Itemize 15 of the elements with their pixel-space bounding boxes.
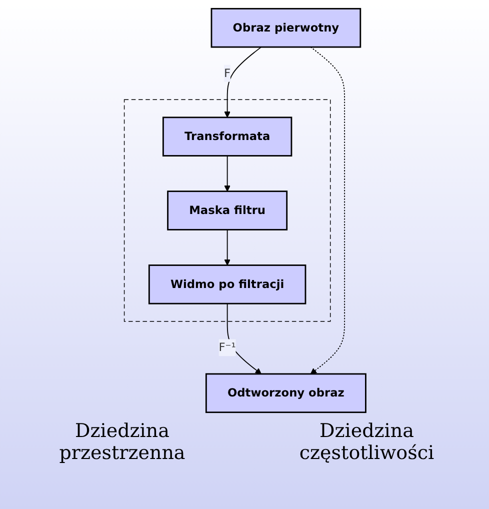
node-box: Obraz pierwotny xyxy=(210,7,361,48)
node-box: Widmo po filtracji xyxy=(148,264,306,304)
node-box: Transformata xyxy=(162,116,292,156)
node-box: Maska filtru xyxy=(166,190,288,230)
domain-label: Dziedzina przestrzenna xyxy=(58,420,186,464)
cluster xyxy=(123,98,330,322)
arrow xyxy=(224,228,230,265)
domain-label: Dziedzina częstotliwości xyxy=(298,420,436,464)
edge-label: F xyxy=(224,66,230,80)
edge-label: F⁻¹ xyxy=(218,340,236,354)
arrow xyxy=(226,302,261,374)
arrow xyxy=(310,46,345,374)
arrow xyxy=(224,46,262,118)
arrow xyxy=(224,154,230,192)
node-box: Odtworzony obraz xyxy=(204,372,366,413)
